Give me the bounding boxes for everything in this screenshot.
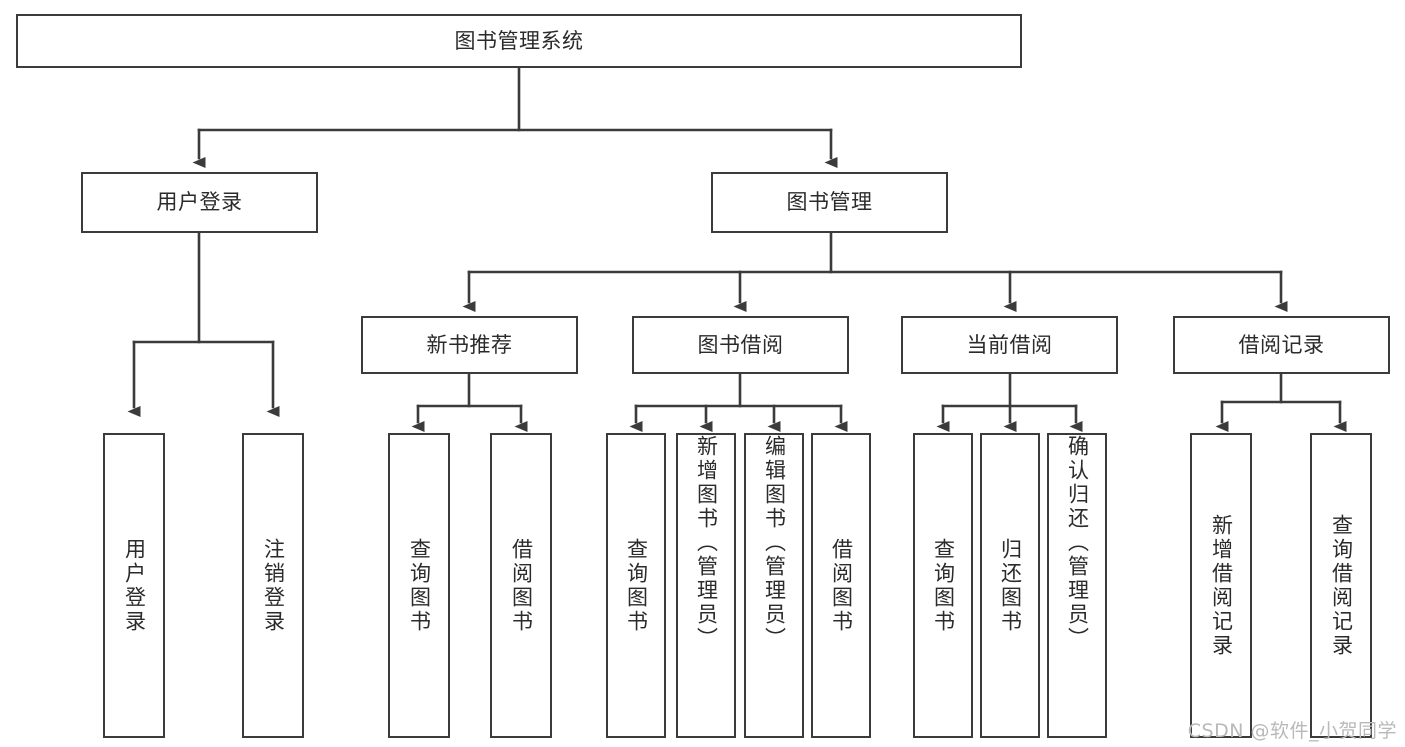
- node-book-management-label: 图书管理: [786, 190, 873, 215]
- leaf-user-login-label: 用户登录: [122, 537, 147, 634]
- leaf-add-book[interactable]: 新增图书（管理员）: [676, 433, 736, 738]
- node-current-borrow[interactable]: 当前借阅: [901, 316, 1118, 374]
- node-current-borrow-label: 当前借阅: [966, 332, 1053, 357]
- leaf-query-book-3[interactable]: 查询图书: [913, 433, 973, 738]
- node-root[interactable]: 图书管理系统: [16, 14, 1022, 68]
- edges-newbook-to-leaves: [411, 372, 528, 432]
- csdn-watermark: CSDN @软件_小贺同学: [1187, 720, 1397, 742]
- node-book-management[interactable]: 图书管理: [711, 172, 948, 233]
- node-borrow-record-label: 借阅记录: [1238, 332, 1325, 357]
- leaf-query-book-1[interactable]: 查询图书: [388, 433, 450, 738]
- node-book-borrow-label: 图书借阅: [697, 332, 784, 357]
- edges-currentborrow-to-leaves: [936, 372, 1083, 432]
- leaf-query-book-2-label: 查询图书: [624, 537, 649, 634]
- leaf-confirm-return-label: 确认归还（管理员）: [1065, 435, 1090, 651]
- leaf-borrow-book-1-label: 借阅图书: [509, 537, 534, 634]
- leaf-confirm-return[interactable]: 确认归还（管理员）: [1047, 433, 1107, 738]
- edges-bookborrow-to-leaves: [629, 372, 848, 432]
- leaf-edit-book[interactable]: 编辑图书（管理员）: [744, 433, 804, 738]
- leaf-query-book-3-label: 查询图书: [931, 537, 956, 634]
- leaf-return-book[interactable]: 归还图书: [980, 433, 1040, 738]
- node-borrow-record[interactable]: 借阅记录: [1173, 316, 1390, 374]
- node-root-label: 图书管理系统: [454, 28, 584, 53]
- node-user-login[interactable]: 用户登录: [81, 172, 318, 233]
- leaf-borrow-book-2[interactable]: 借阅图书: [811, 433, 871, 738]
- leaf-add-borrow-record[interactable]: 新增借阅记录: [1190, 433, 1252, 738]
- leaf-query-book-2[interactable]: 查询图书: [606, 433, 666, 738]
- node-user-login-label: 用户登录: [156, 190, 243, 215]
- leaf-add-borrow-record-label: 新增借阅记录: [1209, 513, 1234, 658]
- leaf-query-book-1-label: 查询图书: [407, 537, 432, 634]
- leaf-edit-book-label: 编辑图书（管理员）: [762, 435, 787, 651]
- edges-userlogin-to-leaves: [127, 231, 280, 417]
- leaf-borrow-book-2-label: 借阅图书: [829, 537, 854, 634]
- edges-root-to-level2: [192, 66, 838, 168]
- leaf-query-borrow-record[interactable]: 查询借阅记录: [1310, 433, 1372, 738]
- leaf-user-login[interactable]: 用户登录: [103, 433, 165, 738]
- edges-borrowrecord-to-leaves: [1215, 372, 1347, 432]
- leaf-return-book-label: 归还图书: [998, 537, 1023, 634]
- edges-bookmanage-to-level3: [462, 231, 1288, 312]
- leaf-borrow-book-1[interactable]: 借阅图书: [490, 433, 552, 738]
- leaf-query-borrow-record-label: 查询借阅记录: [1329, 513, 1354, 658]
- node-new-book-recommend-label: 新书推荐: [426, 332, 513, 357]
- node-book-borrow[interactable]: 图书借阅: [632, 316, 849, 374]
- leaf-logout[interactable]: 注销登录: [242, 433, 304, 738]
- node-new-book-recommend[interactable]: 新书推荐: [361, 316, 578, 374]
- leaf-logout-label: 注销登录: [261, 537, 286, 634]
- leaf-add-book-label: 新增图书（管理员）: [694, 435, 719, 651]
